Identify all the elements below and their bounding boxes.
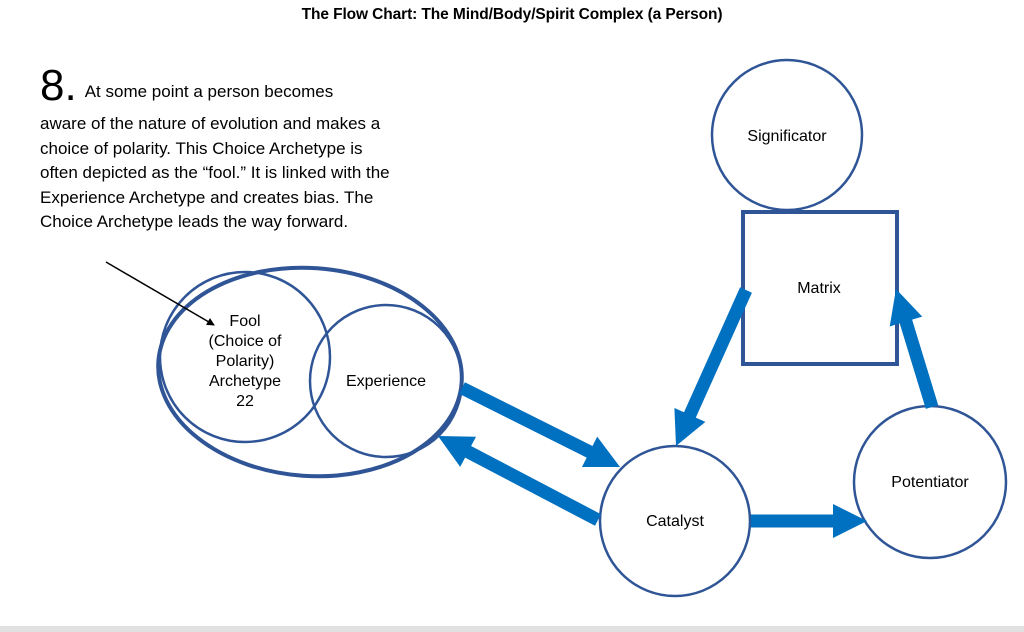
step-number: 8. — [40, 61, 77, 110]
annotation-text-block: 8. At some point a person becomes aware o… — [40, 64, 400, 235]
bottom-band — [0, 626, 1024, 632]
annotation-body: aware of the nature of evolution and mak… — [40, 114, 390, 231]
arrow-matrix-to-catalyst — [674, 287, 752, 446]
fool-label: Fool (Choice of Polarity) Archetype 22 — [208, 313, 282, 410]
annotation-pointer-arrow — [105, 261, 215, 326]
arrow-experience-to-catalyst — [459, 382, 620, 467]
arrow-catalyst-to-potentiator — [751, 504, 867, 538]
experience-node — [308, 303, 464, 459]
annotation-lead: At some point a person becomes — [84, 82, 334, 101]
catalyst-node — [598, 444, 752, 598]
matrix-label: Matrix — [797, 280, 841, 297]
potentiator-label: Potentiator — [891, 474, 969, 491]
experience-label: Experience — [345, 373, 427, 390]
annotation-first-line: 8. At some point a person becomes — [40, 64, 400, 108]
page-title: The Flow Chart: The Mind/Body/Spirit Com… — [301, 6, 723, 23]
arrow-catalyst-to-experience — [438, 436, 601, 526]
significator-label: Significator — [747, 128, 827, 145]
fool-node — [158, 270, 332, 444]
catalyst-label: Catalyst — [646, 513, 704, 530]
arrow-potentiator-to-matrix — [889, 289, 939, 409]
matrix-node — [741, 210, 899, 366]
